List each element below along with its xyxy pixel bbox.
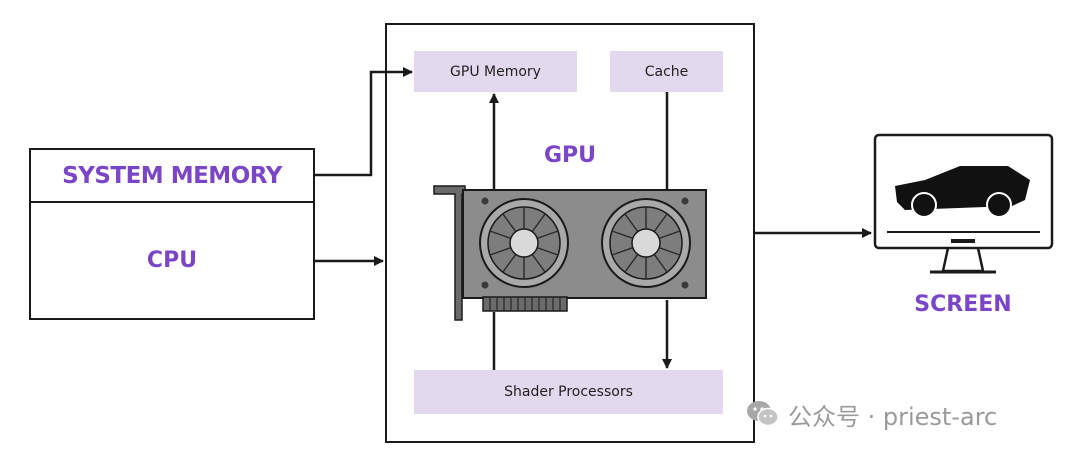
screen-label: SCREEN xyxy=(914,292,1012,317)
car-icon xyxy=(895,166,1030,218)
cache-box: Cache xyxy=(610,51,723,92)
fan-left-icon xyxy=(479,198,569,288)
wechat-icon xyxy=(747,401,779,427)
fan-right-icon xyxy=(601,198,691,288)
cpu-label: CPU xyxy=(146,248,198,273)
shader-processors-box: Shader Processors xyxy=(414,370,723,414)
gpu-title: GPU xyxy=(543,143,597,168)
watermark-text: 公众号 · priest-arc xyxy=(788,402,998,431)
shader-processors-label: Shader Processors xyxy=(504,384,633,400)
system-memory-label: SYSTEM MEMORY xyxy=(62,162,282,189)
arrow-sysmem-to-gpumem xyxy=(315,67,413,177)
cpu-box: CPU xyxy=(29,201,315,320)
watermark: 公众号 · priest-arc xyxy=(746,398,1056,431)
gpu-memory-label: GPU Memory xyxy=(450,63,541,80)
cache-label: Cache xyxy=(644,63,689,80)
gpu-frame xyxy=(385,23,755,443)
gpu-memory-box: GPU Memory xyxy=(414,51,577,92)
